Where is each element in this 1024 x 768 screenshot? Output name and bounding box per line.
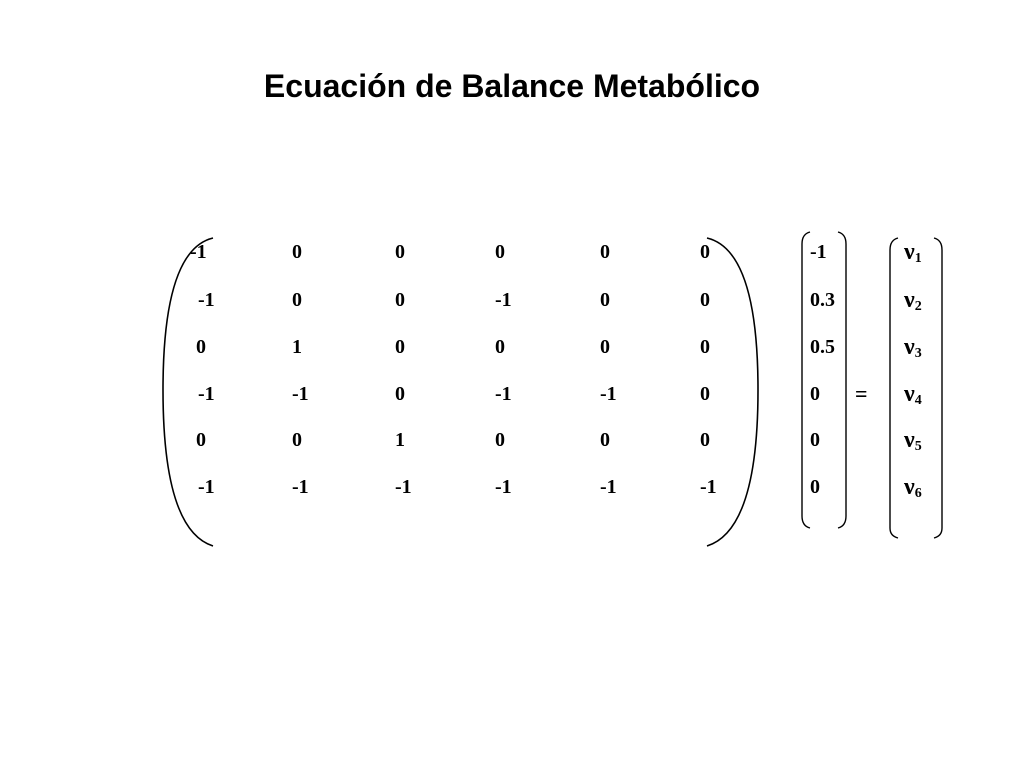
- nu-index: 2: [914, 299, 922, 314]
- vector-cell: -1: [810, 241, 827, 263]
- nu-index: 1: [914, 251, 922, 266]
- matrix-cell: 0: [196, 429, 206, 451]
- vector-left-bracket: [801, 231, 811, 529]
- unknown-rate: ν5: [904, 426, 922, 461]
- matrix-cell: 0: [292, 429, 302, 451]
- unknown-rate: ν1: [904, 238, 922, 273]
- nu-index: 4: [914, 393, 922, 408]
- matrix-cell: 0: [600, 336, 610, 358]
- matrix-cell: -1: [495, 289, 512, 311]
- matrix-cell: 0: [292, 241, 302, 263]
- matrix-cell: 0: [292, 289, 302, 311]
- matrix-right-bracket: [706, 237, 759, 547]
- nu-symbol: ν: [904, 239, 915, 265]
- matrix-cell: -1: [292, 476, 309, 498]
- matrix-cell: 0: [196, 336, 206, 358]
- slide-title: Ecuación de Balance Metabólico: [263, 68, 761, 104]
- matrix-cell: -1: [198, 289, 215, 311]
- nu-index: 3: [914, 346, 922, 361]
- matrix-cell: -1: [198, 383, 215, 405]
- nu-symbol: ν: [904, 474, 915, 500]
- nu-symbol: ν: [904, 334, 915, 360]
- matrix-cell: 0: [600, 241, 610, 263]
- matrix-cell: -1: [600, 476, 617, 498]
- matrix-cell: 0: [395, 336, 405, 358]
- matrix-cell: 0: [395, 289, 405, 311]
- matrix-cell: -1: [495, 476, 512, 498]
- unknowns-left-bracket: [889, 237, 899, 539]
- matrix-left-bracket: [162, 237, 214, 547]
- nu-index: 5: [914, 439, 922, 454]
- vector-cell: 0: [810, 476, 820, 498]
- matrix-cell: -1: [700, 476, 717, 498]
- vector-cell: 0: [810, 429, 820, 451]
- matrix-cell: -1: [395, 476, 412, 498]
- matrix-cell: 0: [495, 241, 505, 263]
- matrix-cell: 0: [700, 241, 710, 263]
- matrix-cell: -1: [495, 383, 512, 405]
- matrix-cell: 0: [600, 429, 610, 451]
- vector-right-bracket: [837, 231, 847, 529]
- matrix-cell: -1: [292, 383, 309, 405]
- nu-symbol: ν: [904, 427, 915, 453]
- matrix-cell: -1: [600, 383, 617, 405]
- unknown-rate: ν2: [904, 286, 922, 321]
- matrix-cell: 0: [700, 289, 710, 311]
- matrix-cell: 0: [495, 429, 505, 451]
- matrix-cell: 0: [700, 336, 710, 358]
- matrix-cell: 0: [600, 289, 610, 311]
- vector-cell: 0: [810, 383, 820, 405]
- nu-symbol: ν: [904, 381, 915, 407]
- equals-sign: =: [855, 381, 868, 406]
- matrix-cell: 0: [495, 336, 505, 358]
- matrix-cell: 0: [700, 429, 710, 451]
- matrix-cell: 1: [395, 429, 405, 451]
- unknown-rate: ν6: [904, 473, 922, 508]
- matrix-cell: -1: [198, 476, 215, 498]
- matrix-cell: 0: [395, 241, 405, 263]
- matrix-cell: 1: [292, 336, 302, 358]
- vector-cell: 0.5: [810, 336, 835, 358]
- nu-symbol: ν: [904, 287, 915, 313]
- unknown-rate: ν4: [904, 380, 922, 415]
- matrix-cell: 0: [700, 383, 710, 405]
- nu-index: 6: [914, 486, 922, 501]
- matrix-cell: -1: [190, 241, 207, 263]
- vector-cell: 0.3: [810, 289, 835, 311]
- unknown-rate: ν3: [904, 333, 922, 368]
- unknowns-right-bracket: [933, 237, 943, 539]
- matrix-cell: 0: [395, 383, 405, 405]
